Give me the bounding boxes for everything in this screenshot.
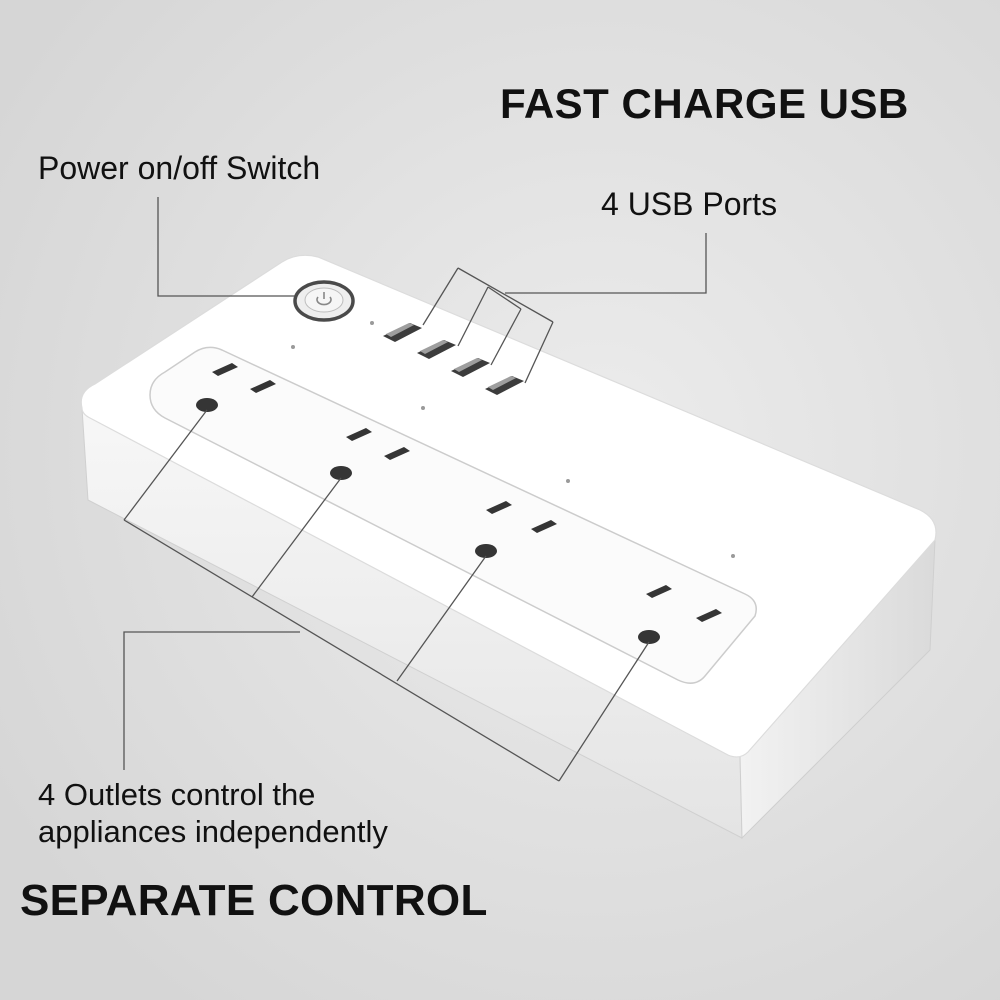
outlet[interactable] — [638, 585, 722, 644]
usb-port[interactable] — [383, 323, 422, 342]
callout-outlets: 4 Outlets control the appliances indepen… — [38, 776, 388, 850]
usb-port[interactable] — [417, 340, 456, 359]
callout-usb-ports: 4 USB Ports — [601, 186, 778, 222]
callout-outlets-line2: appliances independently — [38, 814, 388, 849]
power-strip — [80, 254, 937, 840]
headline-fast-charge: FAST CHARGE USB — [500, 80, 909, 127]
callout-power-switch: Power on/off Switch — [38, 150, 321, 186]
indicator-dots — [291, 321, 735, 558]
callout-outlets-line1: 4 Outlets control the — [38, 777, 316, 812]
outlets — [196, 363, 722, 644]
headline-separate-control: SEPARATE CONTROL — [20, 876, 488, 925]
outlet[interactable] — [196, 363, 276, 412]
callout-lines — [123, 197, 707, 782]
usb-port[interactable] — [485, 376, 524, 395]
usb-port[interactable] — [451, 358, 490, 377]
outlet[interactable] — [330, 428, 410, 480]
power-icon — [316, 292, 332, 306]
usb-ports — [383, 323, 524, 395]
power-button[interactable] — [293, 280, 355, 322]
outlet[interactable] — [475, 501, 557, 558]
